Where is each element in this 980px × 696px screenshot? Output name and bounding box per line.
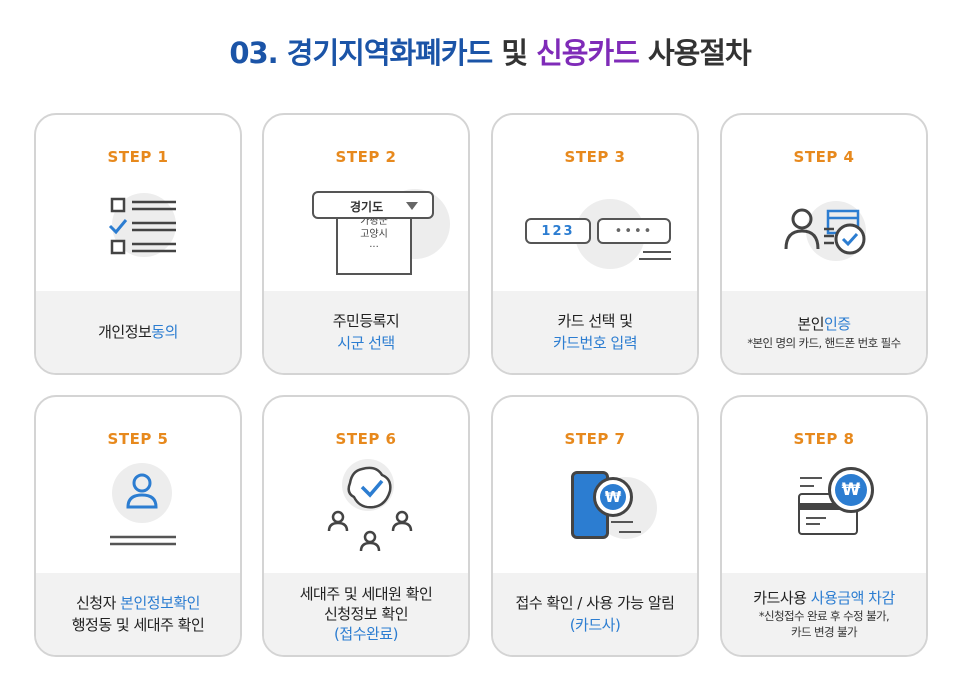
- step-label: STEP 7: [564, 430, 626, 448]
- step-label: STEP 6: [335, 430, 397, 448]
- step-4-card: STEP 4 본인인증 *본인 명의 카드, 핸드폰 번호 필수: [720, 113, 928, 375]
- step-2-card: STEP 2 가평군 고양시 ··· 경기도 주민등록지 시군 선택: [262, 113, 470, 375]
- step-description: 본인인증 *본인 명의 카드, 핸드폰 번호 필수: [722, 291, 926, 373]
- step-label: STEP 1: [107, 148, 169, 166]
- region-dropdown: 경기도: [312, 191, 434, 219]
- won-coin-icon: ₩: [828, 467, 874, 513]
- step-3-card: STEP 3 123 •••• 카드 선택 및 카드번호 입력: [491, 113, 699, 375]
- step-label: STEP 3: [564, 148, 626, 166]
- step-label: STEP 5: [107, 430, 169, 448]
- step-description: 주민등록지 시군 선택: [264, 291, 468, 373]
- step-label: STEP 2: [335, 148, 397, 166]
- page-title: 03. 경기지역화폐카드 및 신용카드 사용절차: [229, 36, 751, 70]
- step-7-card: STEP 7 ₩ 접수 확인 / 사용 가능 알림 (카드사): [491, 395, 699, 657]
- step-6-card: STEP 6 세대주 및 세대원 확인 신청정보 확인 (접수완료): [262, 395, 470, 657]
- card-number-input-icon: 123 ••••: [523, 185, 673, 275]
- user-profile-icon: [110, 463, 176, 546]
- step-description: 카드사용 사용금액 차감 *신청접수 완료 후 수정 불가, 카드 변경 불가: [722, 573, 926, 655]
- step-description: 접수 확인 / 사용 가능 알림 (카드사): [493, 573, 697, 655]
- identity-verify-icon: [784, 201, 866, 261]
- step-description: 개인정보동의: [36, 291, 240, 373]
- step-1-card: STEP 1 개인정보동의: [34, 113, 242, 375]
- household-check-icon: [327, 459, 413, 552]
- option-item: 가평군: [360, 216, 388, 227]
- step-description: 신청자 본인정보확인 행정동 및 세대주 확인: [36, 573, 240, 655]
- won-badge: ₩: [593, 477, 633, 517]
- phone-alert-icon: ₩: [557, 463, 667, 563]
- option-item: ···: [369, 242, 379, 253]
- card-deduct-icon: ₩: [792, 467, 912, 567]
- option-item: 고양시: [360, 229, 388, 240]
- step-5-card: STEP 5 신청자 본인정보확인 행정동 및 세대주 확인: [34, 395, 242, 657]
- step-description: 카드 선택 및 카드번호 입력: [493, 291, 697, 373]
- region-select-icon: 가평군 고양시 ··· 경기도: [310, 177, 450, 282]
- card-number-field: ••••: [597, 218, 671, 244]
- dropdown-value: 경기도: [350, 200, 384, 214]
- step-label: STEP 8: [793, 430, 855, 448]
- card-number-field: 123: [525, 218, 591, 244]
- step-label: STEP 4: [793, 148, 855, 166]
- step-description: 세대주 및 세대원 확인 신청정보 확인 (접수완료): [264, 573, 468, 655]
- step-8-card: STEP 8 ₩ 카드사용 사용금액 차감 *신청접수 완료 후 수정 불가, …: [720, 395, 928, 657]
- chevron-down-icon: [406, 202, 418, 210]
- checklist-icon: [108, 193, 176, 257]
